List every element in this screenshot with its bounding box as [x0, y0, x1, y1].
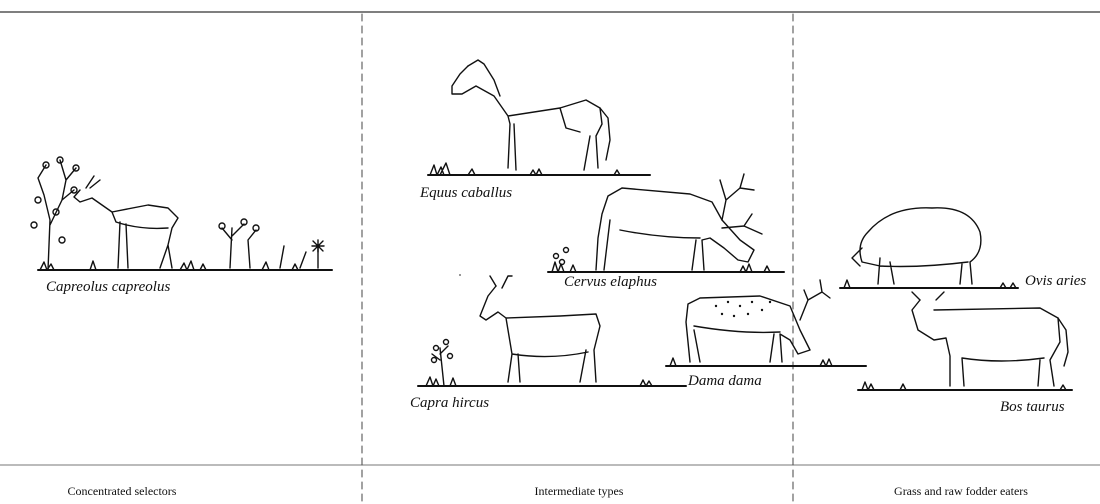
goat-illustration: [418, 276, 686, 386]
category-label-intermediate: Intermediate types: [535, 485, 624, 497]
horse-illustration: [428, 60, 650, 175]
fallow-deer-illustration: [666, 280, 866, 366]
cattle-illustration: [858, 292, 1072, 390]
species-label-dama: Dama dama: [688, 374, 762, 389]
species-label-ovis: Ovis aries: [1025, 274, 1086, 289]
species-label-equus: Equus caballus: [420, 186, 512, 201]
roe-deer-illustration: [31, 157, 332, 270]
category-label-concentrated: Concentrated selectors: [68, 485, 177, 497]
category-label-grass: Grass and raw fodder eaters: [894, 485, 1028, 497]
species-label-bos: Bos taurus: [1000, 400, 1065, 415]
species-label-capra: Capra hircus: [410, 396, 489, 411]
sheep-illustration: [840, 208, 1018, 288]
species-label-cervus: Cervus elaphus: [564, 275, 657, 290]
species-label-capreolus: Capreolus capreolus: [46, 280, 170, 295]
red-deer-illustration: [548, 174, 784, 272]
